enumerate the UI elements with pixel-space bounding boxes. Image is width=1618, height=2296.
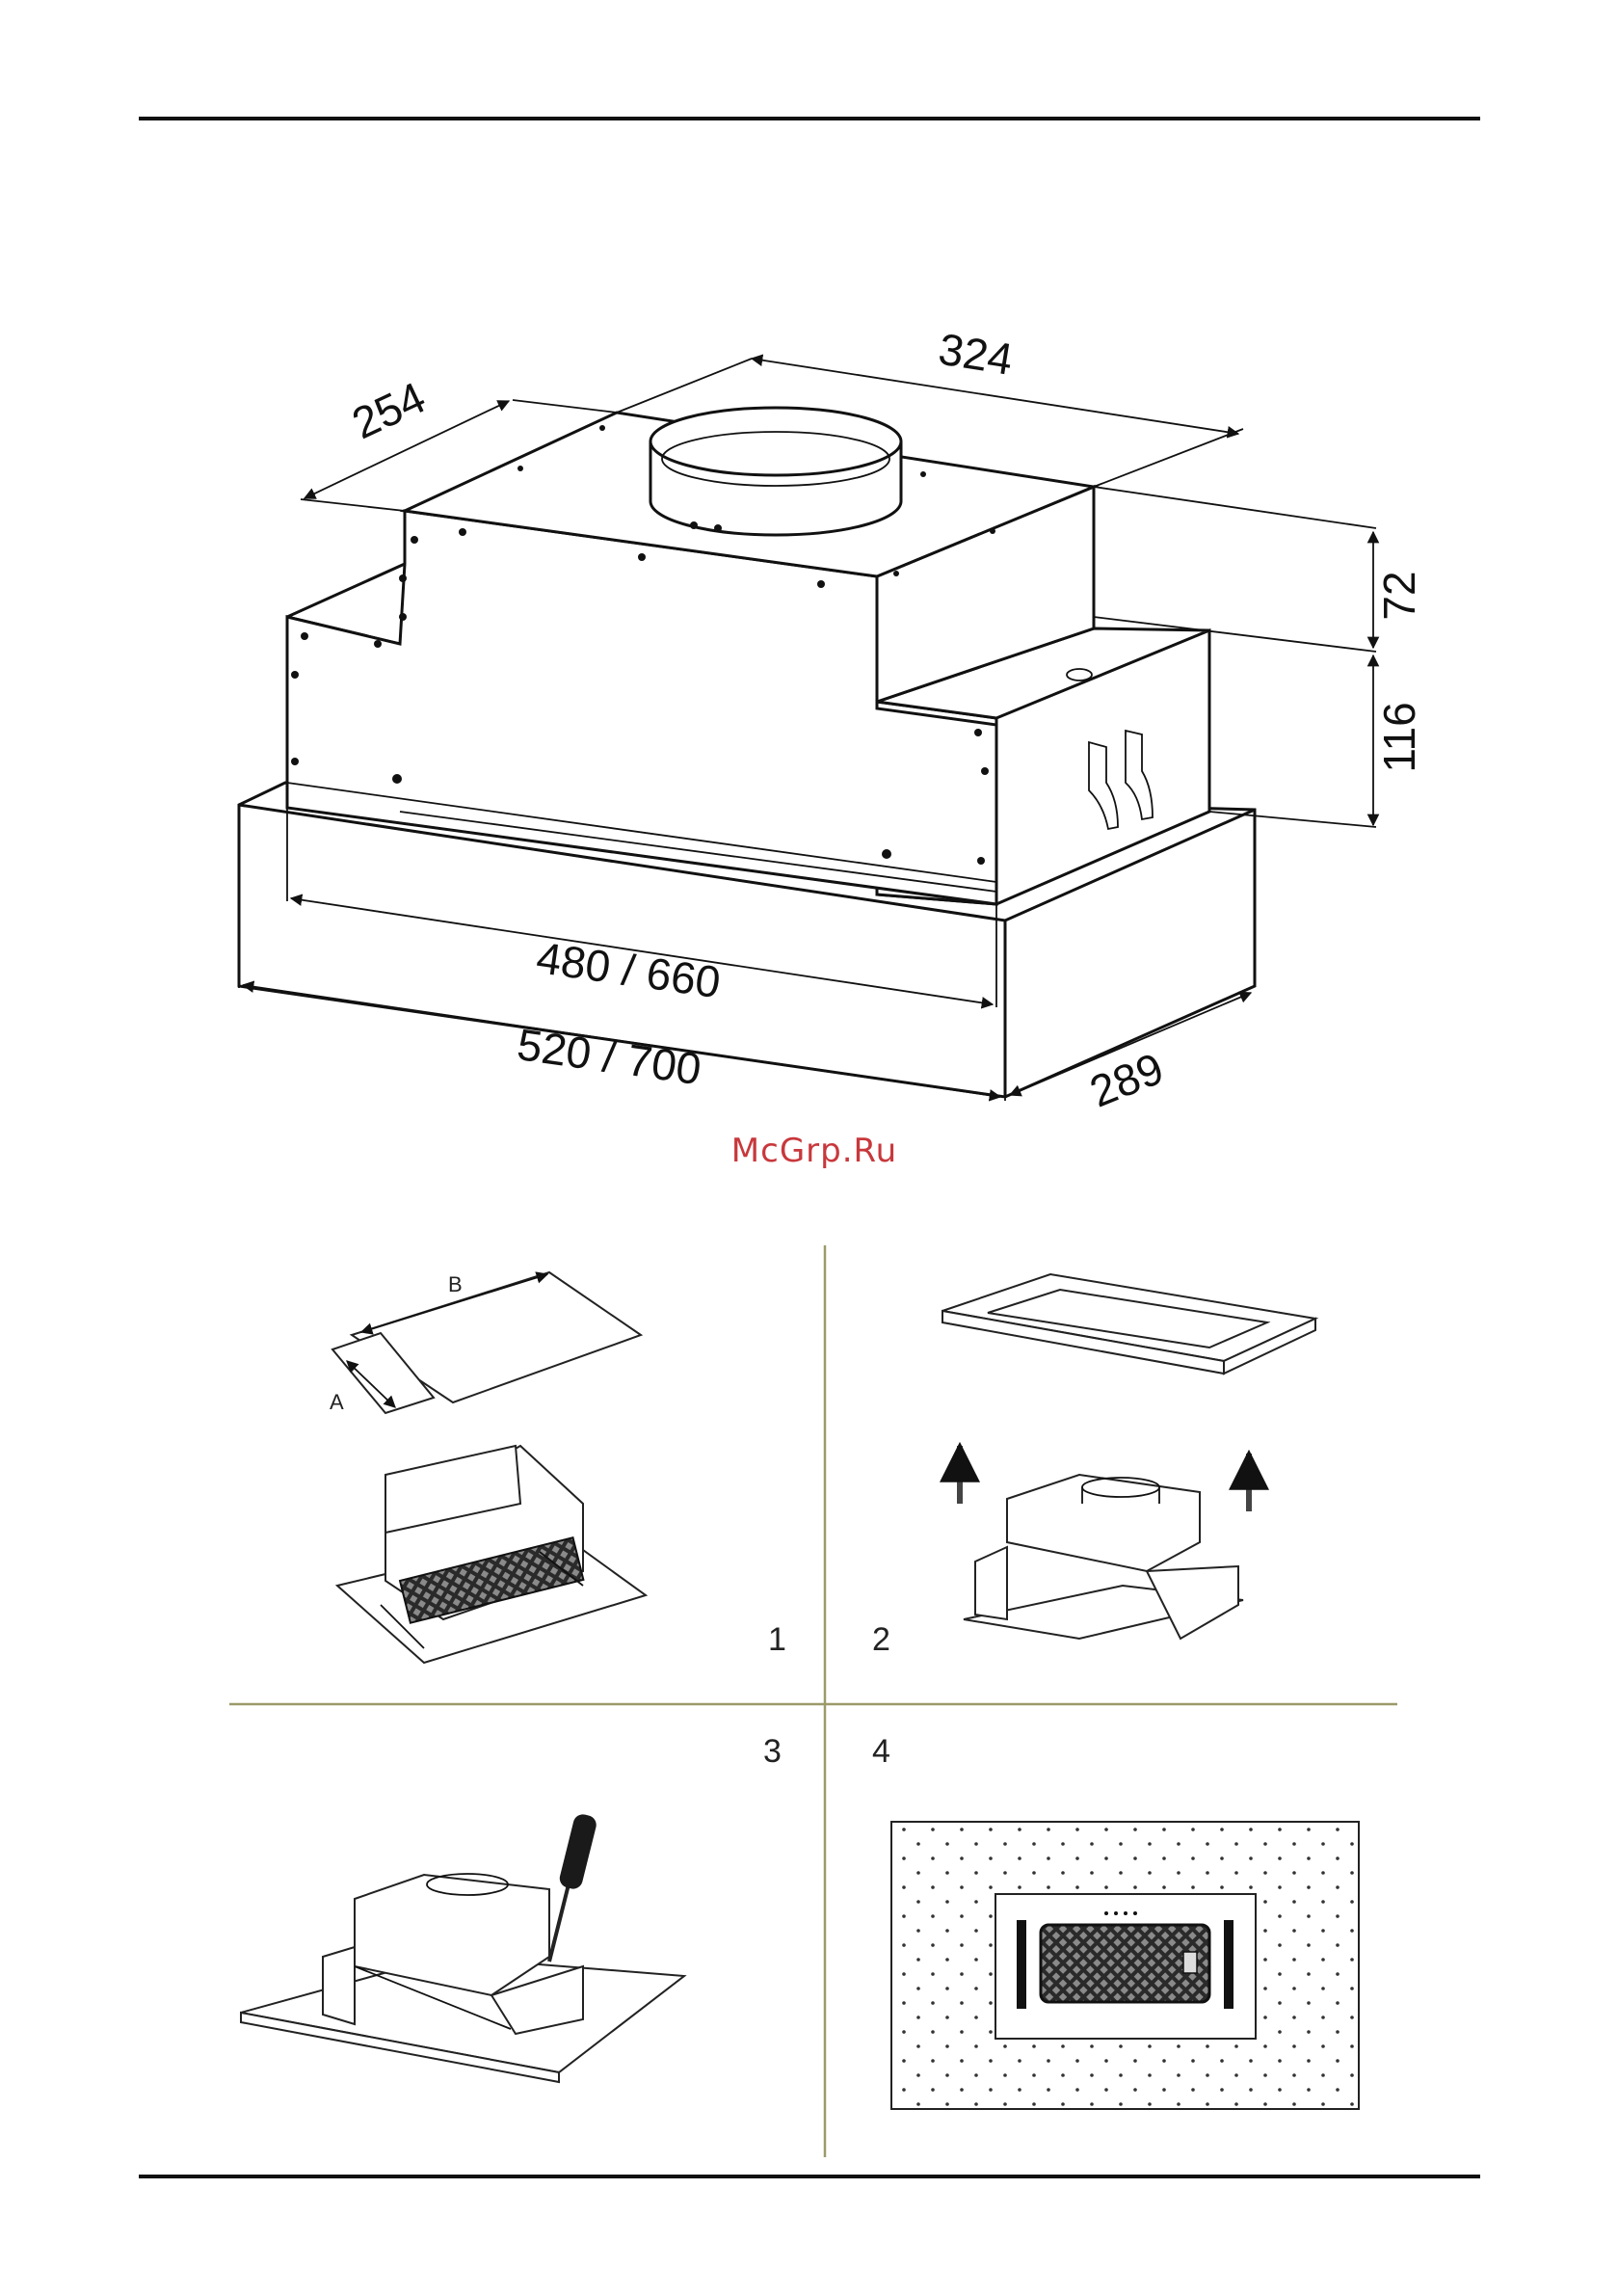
step-4: 4: [872, 1733, 1359, 2109]
ceiling-panel-icon: [891, 1822, 1359, 2109]
step-number: 2: [872, 1621, 890, 1658]
svg-text:B: B: [448, 1272, 463, 1296]
svg-text:116: 116: [1374, 702, 1424, 772]
svg-text:254: 254: [344, 372, 433, 449]
svg-text:72: 72: [1374, 571, 1424, 620]
hood-unit-icon: [337, 1446, 646, 1663]
step-2: 2: [872, 1274, 1315, 1658]
step-3: 3: [241, 1733, 782, 2082]
main-hood-drawing: 324 254 72 116 480 / 660: [239, 324, 1424, 1117]
cutout-template-icon: B A: [330, 1272, 641, 1414]
watermark: McGrp.Ru: [731, 1132, 897, 1170]
screwdriver-icon: [549, 1812, 598, 1962]
step-number: 4: [872, 1733, 890, 1770]
frame-icon: [942, 1274, 1315, 1374]
svg-text:324: 324: [936, 324, 1017, 385]
hood-unit-icon: [964, 1475, 1243, 1639]
step-number: 1: [768, 1621, 786, 1658]
step-number: 3: [763, 1733, 782, 1770]
duct-collar: [650, 408, 901, 535]
step-1: B A 1: [330, 1272, 786, 1663]
svg-text:A: A: [330, 1390, 344, 1414]
